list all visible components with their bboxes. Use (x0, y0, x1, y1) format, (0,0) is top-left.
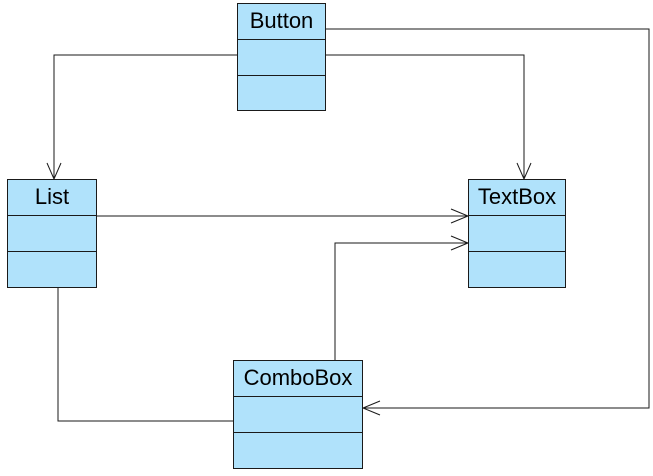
class-textbox[interactable]: TextBox (468, 179, 566, 288)
class-name-textbox: TextBox (469, 180, 565, 216)
class-name-combobox: ComboBox (234, 361, 362, 397)
class-list[interactable]: List (7, 179, 97, 288)
class-combobox[interactable]: ComboBox (233, 360, 363, 469)
operations-compartment (8, 252, 96, 287)
arrowhead-combobox (361, 400, 381, 416)
attributes-compartment (8, 216, 96, 252)
class-button[interactable]: Button (237, 3, 326, 111)
attributes-compartment (234, 397, 362, 433)
relation-combobox-textbox (334, 242, 468, 361)
class-name-button: Button (238, 4, 325, 40)
operations-compartment (238, 76, 325, 111)
relation-button-list (53, 54, 238, 179)
operations-compartment (469, 252, 565, 287)
relation-button-combobox (325, 28, 650, 409)
relation-button-textbox (325, 54, 525, 179)
relation-list-combobox (57, 287, 233, 422)
class-name-list: List (8, 180, 96, 216)
attributes-compartment (469, 216, 565, 252)
attributes-compartment (238, 40, 325, 76)
operations-compartment (234, 433, 362, 468)
